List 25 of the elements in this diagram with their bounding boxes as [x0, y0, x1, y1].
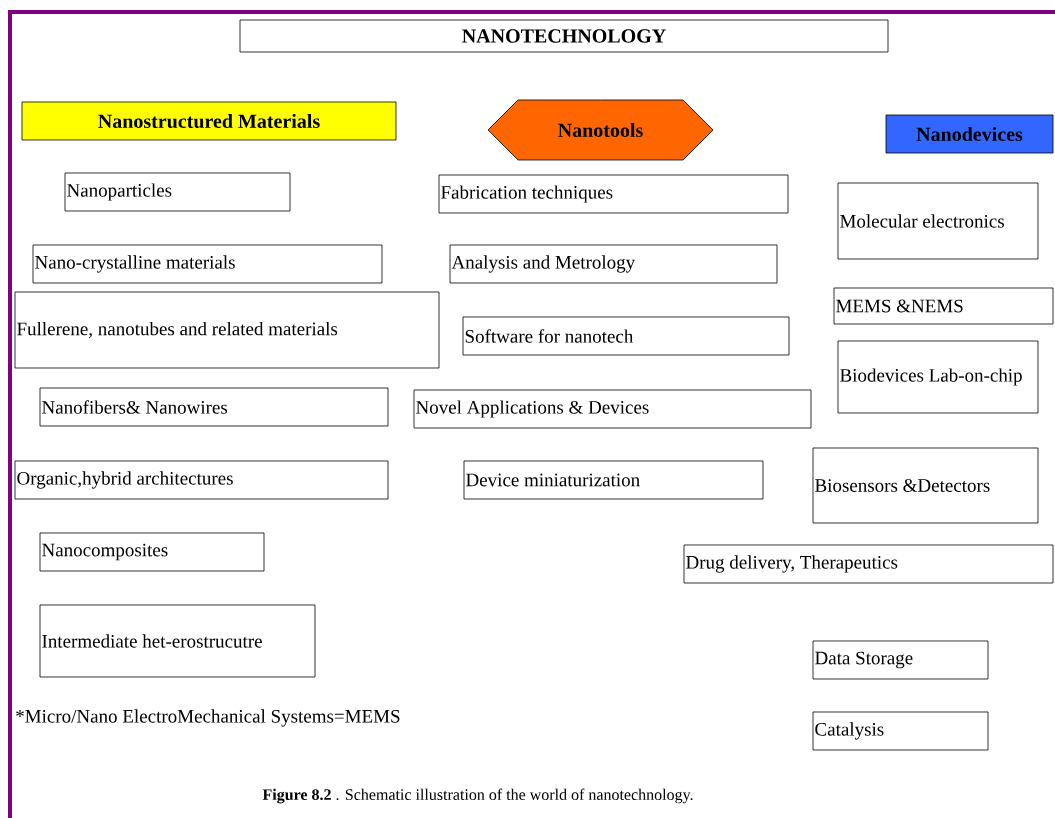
item-box: Nano-crystalline materials — [32, 244, 383, 284]
item-box: Drug delivery, Therapeutics — [683, 544, 1054, 584]
category-box: Nanodevices — [885, 114, 1054, 154]
item-box: Biodevices Lab-on-chip — [837, 340, 1039, 414]
category-box: Nanostructured Materials — [21, 101, 397, 141]
item-box: Analysis and Metrology — [449, 244, 778, 284]
item-box: Fabrication techniques — [438, 174, 789, 214]
item-box: Nanoparticles — [64, 172, 291, 212]
item-box: Fullerene, nanotubes and related materials — [14, 291, 440, 369]
item-box: Biosensors &Detectors — [812, 447, 1039, 524]
item-box: Nanofibers& Nanowires — [39, 387, 389, 427]
item-box: Organic,hybrid architectures — [14, 460, 389, 500]
footnote-text: *Micro/Nano ElectroMechanical Systems=MEMS — [16, 709, 400, 727]
item-box: MEMS &NEMS — [833, 287, 1054, 325]
item-box: Data Storage — [812, 640, 989, 680]
item-box: Intermediate het-erostrucutre — [39, 604, 316, 678]
item-box: Nanocomposites — [39, 532, 265, 572]
item-box: Molecular electronics — [837, 182, 1039, 260]
item-box: Novel Applications & Devices — [413, 389, 812, 429]
figure-caption: Figure 8.2 . Schematic illustration of the world of nanotechnology. — [262, 788, 693, 804]
item-box: Catalysis — [812, 711, 989, 751]
item-box: Software for nanotech — [462, 316, 790, 356]
item-box: Device miniaturization — [463, 460, 764, 500]
title-box: NANOTECHNOLOGY — [239, 19, 889, 53]
category-hexagon: Nanotools — [487, 99, 714, 161]
